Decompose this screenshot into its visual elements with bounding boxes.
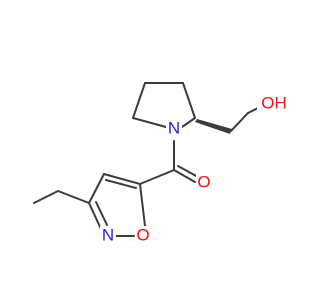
isoxazole-nitrogen-label: N bbox=[102, 225, 114, 244]
bond-carbonyl-oxygen-2 bbox=[177, 165, 199, 178]
bond-carbonyl-oxygen-1 bbox=[173, 169, 196, 183]
bond-c5-c4-1 bbox=[103, 173, 141, 185]
bond-c5-c4-2 bbox=[105, 179, 137, 189]
bond-ring-left-to-n bbox=[132, 117, 167, 128]
bond-c3-ethyl bbox=[57, 190, 90, 204]
bond-c3-n-1 bbox=[88, 202, 102, 230]
isoxazole-oxygen-label: O bbox=[136, 225, 149, 244]
molecule-canvas: N OH O N O bbox=[33, 82, 291, 246]
oh-mask bbox=[257, 94, 291, 114]
bond-ethyl-terminal bbox=[33, 190, 59, 204]
bond-hydroxymethyl bbox=[230, 112, 249, 132]
molecule-structure: N OH O N O bbox=[33, 82, 291, 246]
isoxazole-o-mask bbox=[135, 226, 151, 246]
bond-carbonyl-c5 bbox=[139, 169, 175, 185]
bond-ring-top-right bbox=[182, 82, 196, 119]
bond-c3-n-2 bbox=[95, 201, 108, 226]
hydroxyl-label: OH bbox=[261, 93, 287, 112]
bond-o-c5 bbox=[139, 183, 146, 227]
bond-ring-left-top bbox=[132, 82, 146, 119]
bond-c4-c3 bbox=[88, 173, 105, 204]
bond-ring-right-to-n bbox=[181, 117, 196, 128]
isoxazole-n-mask bbox=[100, 226, 116, 246]
n-pyrrolidine-mask bbox=[166, 119, 182, 139]
carbonyl-o-mask bbox=[196, 173, 212, 193]
nitrogen-pyrrolidine-label: N bbox=[168, 118, 180, 137]
wedge-bond-hydroxymethyl bbox=[195, 119, 232, 134]
carbonyl-oxygen-label: O bbox=[197, 172, 210, 191]
